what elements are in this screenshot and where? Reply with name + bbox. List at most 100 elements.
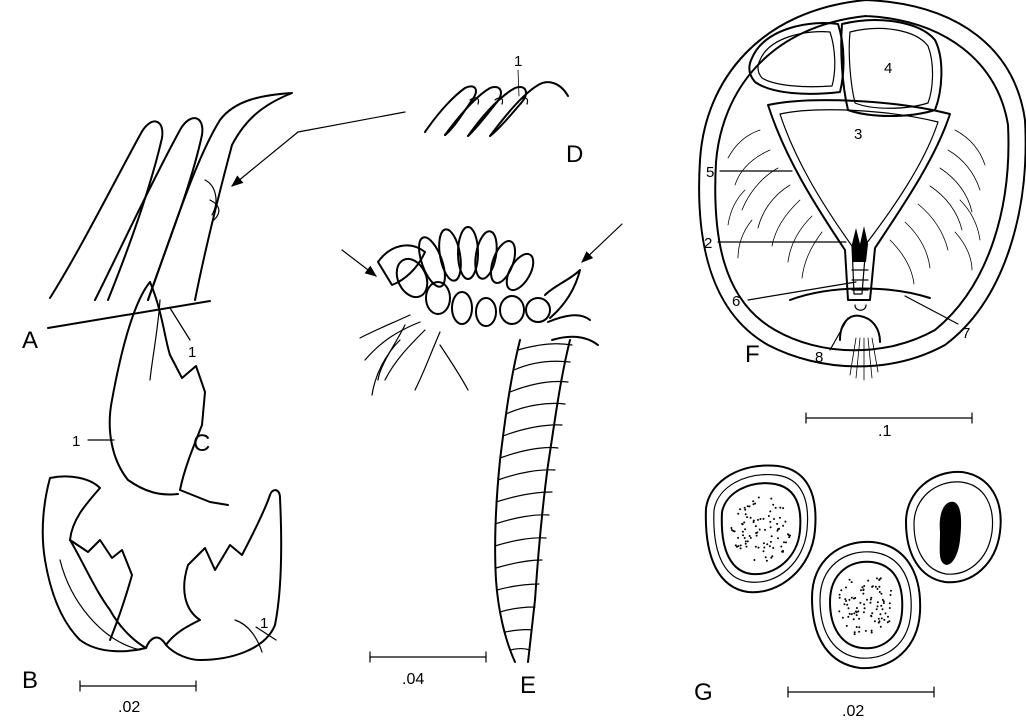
callout-line-f-7 bbox=[905, 296, 958, 324]
stipple-dot bbox=[750, 537, 752, 539]
stipple-dot bbox=[844, 598, 846, 600]
panel-label-d: D bbox=[566, 141, 583, 168]
stipple-dot bbox=[742, 534, 744, 536]
stipple-dot bbox=[783, 541, 785, 543]
stipple-dot bbox=[763, 542, 765, 544]
stipple-dot bbox=[848, 607, 850, 609]
stipple-dot bbox=[747, 505, 749, 507]
stipple-dot bbox=[773, 518, 775, 520]
figure-g-cysts bbox=[706, 465, 1001, 668]
callout-d-1: 1 bbox=[514, 53, 522, 70]
stipple-dot bbox=[866, 599, 868, 601]
scale-bar-f bbox=[806, 413, 972, 423]
stipple-dot bbox=[763, 550, 765, 552]
stipple-dot bbox=[763, 518, 765, 520]
stipple-dot bbox=[845, 600, 847, 602]
stipple-dot bbox=[880, 593, 882, 595]
stipple-dot bbox=[758, 547, 760, 549]
stipple-dot bbox=[856, 614, 858, 616]
stipple-dot bbox=[889, 602, 891, 604]
stipple-dot bbox=[782, 550, 784, 552]
stipple-dot bbox=[878, 586, 880, 588]
stipple-dot bbox=[840, 589, 842, 591]
stipple-dot bbox=[842, 617, 844, 619]
stipple-dot bbox=[854, 597, 856, 599]
stipple-dot bbox=[769, 521, 771, 523]
stipple-dot bbox=[782, 507, 784, 509]
stipple-dot bbox=[857, 610, 859, 612]
scale-bar-e bbox=[370, 652, 486, 662]
stipple-dot bbox=[865, 630, 867, 632]
stipple-dot bbox=[838, 610, 840, 612]
stipple-dot bbox=[877, 601, 879, 603]
stipple-dot bbox=[854, 631, 856, 633]
stipple-dot bbox=[756, 535, 758, 537]
stipple-dot bbox=[882, 608, 884, 610]
stipple-dot bbox=[744, 507, 746, 509]
callout-f-4: 4 bbox=[884, 60, 892, 77]
stipple-dot bbox=[871, 612, 873, 614]
stipple-dot bbox=[847, 616, 849, 618]
panel-label-f: F bbox=[745, 341, 760, 368]
stipple-dot bbox=[861, 586, 863, 588]
pointer-arrow-e-right bbox=[582, 224, 622, 262]
stipple-dot bbox=[876, 608, 878, 610]
stipple-dot bbox=[878, 618, 880, 620]
stipple-dot bbox=[862, 589, 864, 591]
stipple-dot bbox=[743, 521, 745, 523]
stipple-dot bbox=[785, 541, 787, 543]
stipple-dot bbox=[844, 603, 846, 605]
stipple-dot bbox=[749, 505, 751, 507]
stipple-dot bbox=[855, 611, 857, 613]
stipple-dot bbox=[877, 605, 879, 607]
stipple-dot bbox=[863, 611, 865, 613]
stipple-dot bbox=[845, 587, 847, 589]
stipple-dot bbox=[879, 613, 881, 615]
stipple-dot bbox=[771, 535, 773, 537]
stipple-dot bbox=[753, 503, 755, 505]
stipple-dot bbox=[766, 560, 768, 562]
stipple-dot bbox=[745, 540, 747, 542]
stipple-dot bbox=[787, 533, 789, 535]
stipple-dot bbox=[853, 612, 855, 614]
stipple-dot bbox=[848, 599, 850, 601]
stipple-dot bbox=[742, 531, 744, 533]
figure-d-hook-detail bbox=[425, 70, 568, 136]
stipple-dot bbox=[759, 529, 761, 531]
stipple-dot bbox=[883, 619, 885, 621]
stipple-dot bbox=[777, 537, 779, 539]
stipple-dot bbox=[765, 556, 767, 558]
stipple-dot bbox=[849, 579, 851, 581]
stipple-dot bbox=[881, 617, 883, 619]
stipple-dot bbox=[889, 607, 891, 609]
stipple-dot bbox=[753, 559, 755, 561]
stipple-dot bbox=[871, 630, 873, 632]
stipple-dot bbox=[864, 607, 866, 609]
stipple-dot bbox=[887, 616, 889, 618]
stipple-dot bbox=[851, 581, 853, 583]
figure-f-cyst-section bbox=[699, 0, 1026, 380]
callout-a-1: 1 bbox=[188, 344, 196, 361]
stipple-dot bbox=[779, 517, 781, 519]
stipple-dot bbox=[882, 599, 884, 601]
stipple-dot bbox=[871, 586, 873, 588]
stipple-dot bbox=[780, 546, 782, 548]
stipple-dot bbox=[753, 520, 755, 522]
stipple-dot bbox=[863, 603, 865, 605]
stipple-dot bbox=[846, 625, 848, 627]
stipple-dot bbox=[770, 526, 772, 528]
stipple-dot bbox=[883, 602, 885, 604]
scale-bar-g bbox=[788, 687, 934, 697]
stipple-dot bbox=[746, 516, 748, 518]
callout-f-2: 2 bbox=[704, 235, 712, 252]
callout-line-f-6 bbox=[748, 282, 856, 300]
stipple-dot bbox=[730, 527, 732, 529]
stipple-dot bbox=[874, 620, 876, 622]
stipple-dot bbox=[876, 577, 878, 579]
cyst-left-stipple bbox=[730, 497, 791, 562]
stipple-dot bbox=[745, 543, 747, 545]
stipple-dot bbox=[880, 626, 882, 628]
stipple-dot bbox=[757, 519, 759, 521]
stipple-dot bbox=[764, 529, 766, 531]
